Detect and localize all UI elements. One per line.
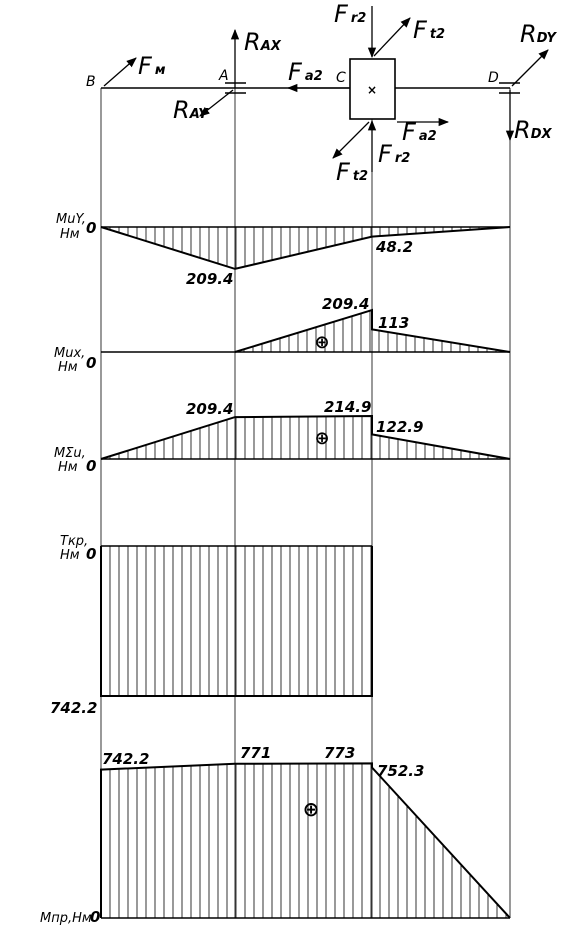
point-b: B [86,74,96,90]
mux-axis-unit: Нм [58,360,78,375]
muy-value-a: 209.4 [186,270,233,288]
mpr-sign: ⊕ [303,797,320,821]
tkr-outline [100,546,373,697]
muy-value-c: 48.2 [375,238,413,256]
tkr-axis-unit: Нм [60,548,80,563]
mpr-outline [100,762,511,919]
arrow-fm [103,57,137,87]
msum-value-c-left: 214.9 [324,398,371,416]
muy-axis-unit: Нм [60,227,80,242]
point-c: C [336,70,346,86]
diagram-mux: Mux, Нм 0 209.4 113 ⊕ [54,295,409,375]
label-rdx: RDX [514,116,552,144]
point-a: A [218,68,229,84]
msum-outline [100,414,511,460]
muy-outline [100,226,511,270]
msum-axis-unit: Нм [58,460,78,475]
diagram-mpr: Mпр,Нм 0 742.2 771 773 752.3 ⊕ [40,744,424,926]
tkr-value: 742.2 [50,699,97,717]
hatching [109,227,507,918]
tkr-axis-label: Tкр, [60,534,88,549]
diagram-outlines [100,226,511,919]
diagram-tkr: Tкр, Нм 0 742.2 [50,534,97,717]
mux-sign: ⊕ [314,332,329,353]
label-rdy: RDY [520,20,557,48]
arrow-ray [199,89,234,117]
tkr-zero: 0 [86,545,96,563]
msum-zero: 0 [86,457,96,475]
gear-c [349,58,396,120]
msum-axis-label: MΣu, [54,446,86,461]
mux-value-c-right: 113 [378,314,409,332]
arrow-ft2-top [373,17,411,57]
mpr-value-a: 771 [240,744,271,762]
msum-value-a: 209.4 [186,400,233,418]
label-ray: RAY [173,96,209,124]
msum-value-c-right: 122.9 [376,418,423,436]
mpr-zero: 0 [90,908,100,926]
muy-axis-label: MuY, [56,212,86,227]
diagram-msum: MΣu, Нм 0 209.4 214.9 122.9 ⊕ [54,398,423,475]
muy-zero: 0 [86,219,96,237]
mpr-axis-label: Mпр,Нм [40,911,92,926]
label-rax: RAX [244,28,282,56]
mpr-value-c-right: 752.3 [377,762,424,780]
arrow-ft2-bottom [332,121,370,159]
mpr-value-c: 773 [324,744,355,762]
mux-zero: 0 [86,354,96,372]
point-d: D [488,70,499,86]
mux-value-c-left: 209.4 [322,295,369,313]
gear-center-mark: × [367,83,377,97]
mux-axis-label: Mux, [54,346,85,361]
msum-sign: ⊕ [314,428,329,449]
section-lines [100,88,511,918]
arrow-rdy [511,49,549,87]
diagram-baselines [101,226,510,919]
force-arrows [103,6,549,172]
diagram-muy: MuY, Нм 0 209.4 48.2 [56,212,413,288]
mux-outline [234,308,511,353]
mpr-value-b: 742.2 [102,750,149,768]
